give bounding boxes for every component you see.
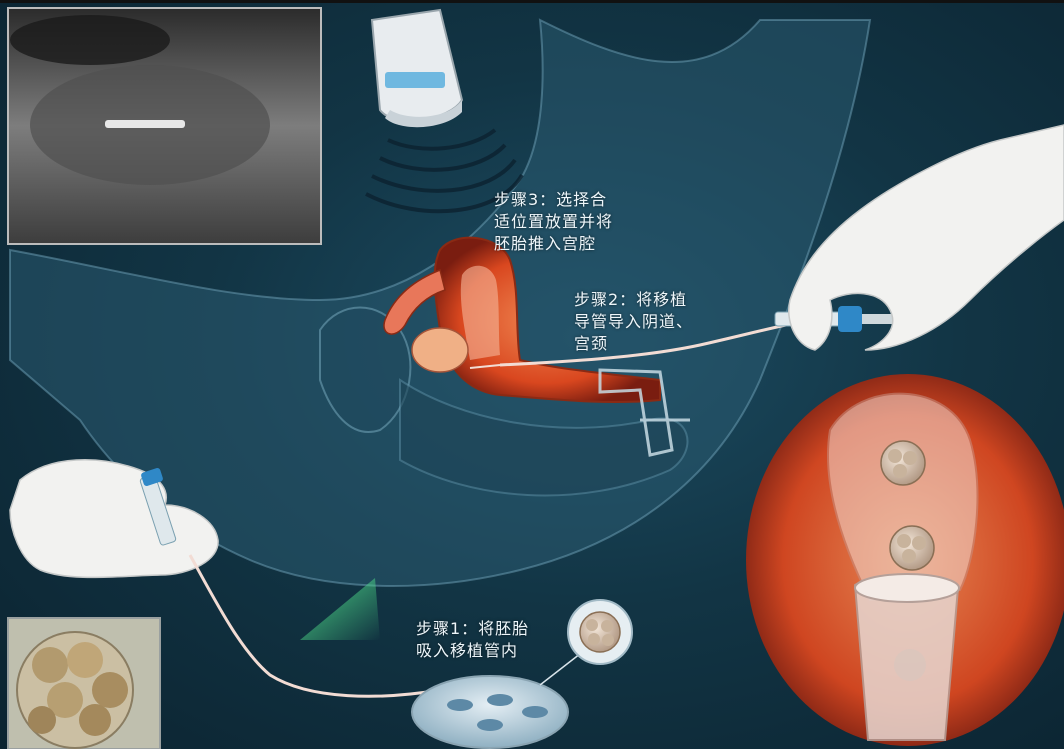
ultrasound-probe — [372, 10, 462, 127]
step2-label: 步骤2：将移植 导管导入阴道、 宫颈 — [574, 289, 714, 355]
ultrasound-image-inset — [8, 8, 321, 244]
guidance-beam — [300, 578, 380, 640]
step1-label: 步骤1：将胚胎 吸入移植管内 — [416, 618, 576, 662]
embryo-micrograph-inset — [8, 618, 160, 749]
magnified-uterine-cavity — [746, 374, 1064, 746]
step3-label: 步骤3：选择合 适位置放置并将 胚胎推入宫腔 — [494, 189, 654, 255]
culture-dish — [412, 676, 568, 748]
